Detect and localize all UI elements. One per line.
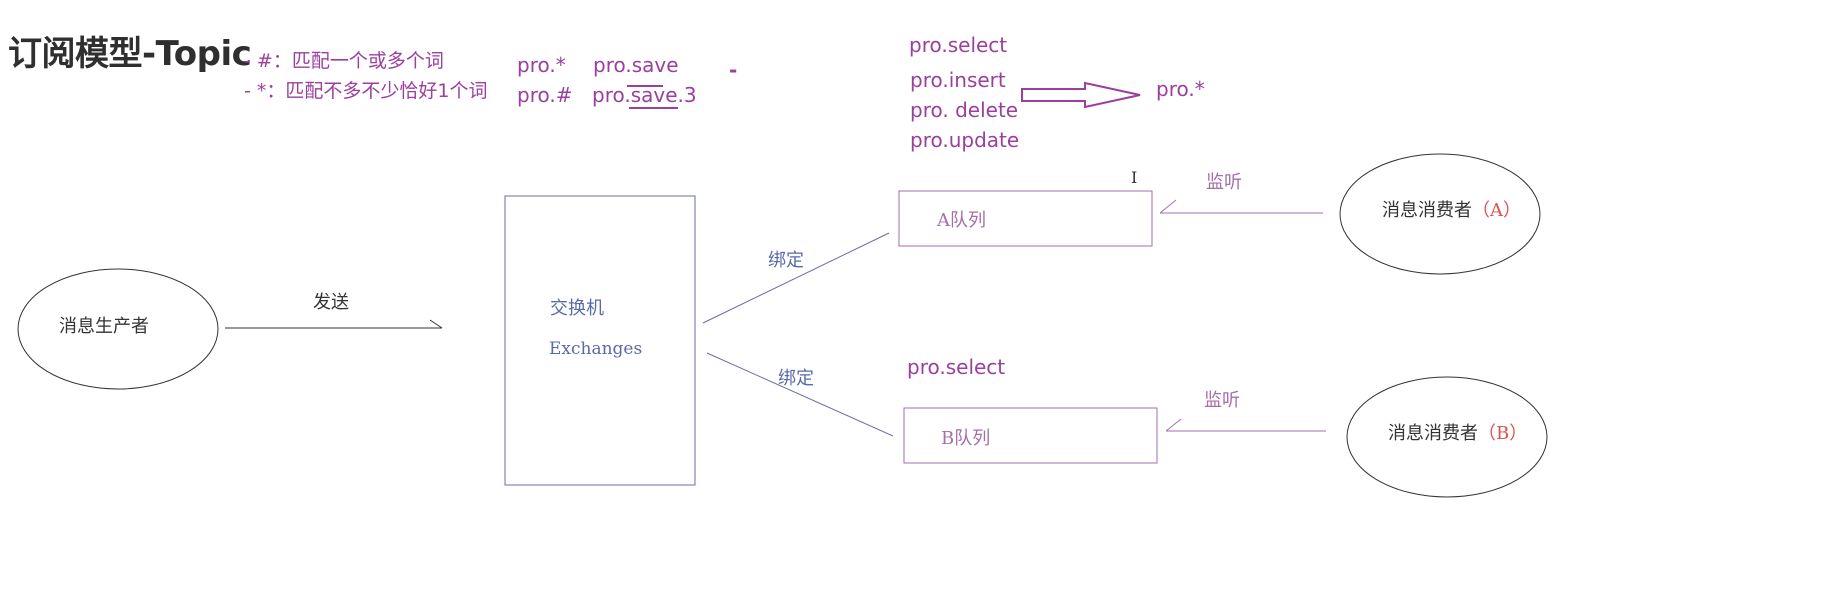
queue-b-routing-key: pro.select: [907, 355, 1006, 379]
text-cursor-icon: I: [1131, 168, 1138, 187]
exchange-label-en: Exchanges: [549, 339, 643, 359]
queue-b-label: B队列: [941, 428, 991, 449]
queue-a-node: [898, 190, 1153, 247]
consumer-a-node: [1339, 153, 1541, 275]
routing-key-select: pro.select: [909, 33, 1008, 57]
routing-result-pattern: pro.*: [1156, 77, 1205, 101]
listen-label-a: 监听: [1206, 172, 1242, 193]
exchange-node: [504, 195, 696, 486]
star-match-example: pro.save: [593, 53, 679, 77]
dash-mark: -: [729, 58, 738, 82]
queue-a-label: A队列: [937, 210, 986, 231]
routing-key-update: pro.update: [910, 128, 1020, 152]
listen-arrowhead-a: [1159, 199, 1177, 214]
consumer-a-label: 消息消费者（A）: [1382, 196, 1521, 222]
hash-wildcard-note: - #：匹配一个或多个词: [244, 50, 444, 72]
bind-label-a: 绑定: [768, 250, 804, 271]
send-arrowhead: [429, 319, 443, 329]
bind-line-b: [706, 352, 894, 437]
bind-line-a: [702, 232, 890, 324]
star-pattern-example: pro.*: [517, 53, 566, 77]
queue-b-node: [903, 407, 1158, 464]
hash-match-example: pro.save.3: [592, 83, 697, 107]
consumer-b-label-text: 消息消费者: [1388, 423, 1478, 444]
routing-arrow-icon: [1021, 81, 1141, 109]
routing-key-insert: pro.insert: [910, 68, 1006, 92]
exchange-label: 交换机: [550, 298, 604, 319]
bind-label-b: 绑定: [778, 368, 814, 389]
consumer-b-label-suffix: （B）: [1478, 423, 1528, 444]
consumer-a-label-text: 消息消费者: [1382, 200, 1472, 221]
send-label: 发送: [313, 292, 349, 313]
consumer-b-node: [1346, 376, 1548, 498]
listen-arrowhead-b: [1165, 418, 1182, 432]
page-title: 订阅模型-Topic: [8, 34, 252, 74]
producer-label: 消息生产者: [59, 316, 149, 337]
listen-label-b: 监听: [1204, 390, 1240, 411]
routing-key-delete: pro. delete: [910, 98, 1019, 122]
star-wildcard-note: - *：匹配不多不少恰好1个词: [244, 80, 488, 102]
consumer-a-label-suffix: （A）: [1472, 200, 1521, 221]
consumer-b-label: 消息消费者（B）: [1388, 419, 1527, 445]
hash-pattern-example: pro.#: [517, 83, 573, 107]
producer-node: [17, 268, 219, 390]
